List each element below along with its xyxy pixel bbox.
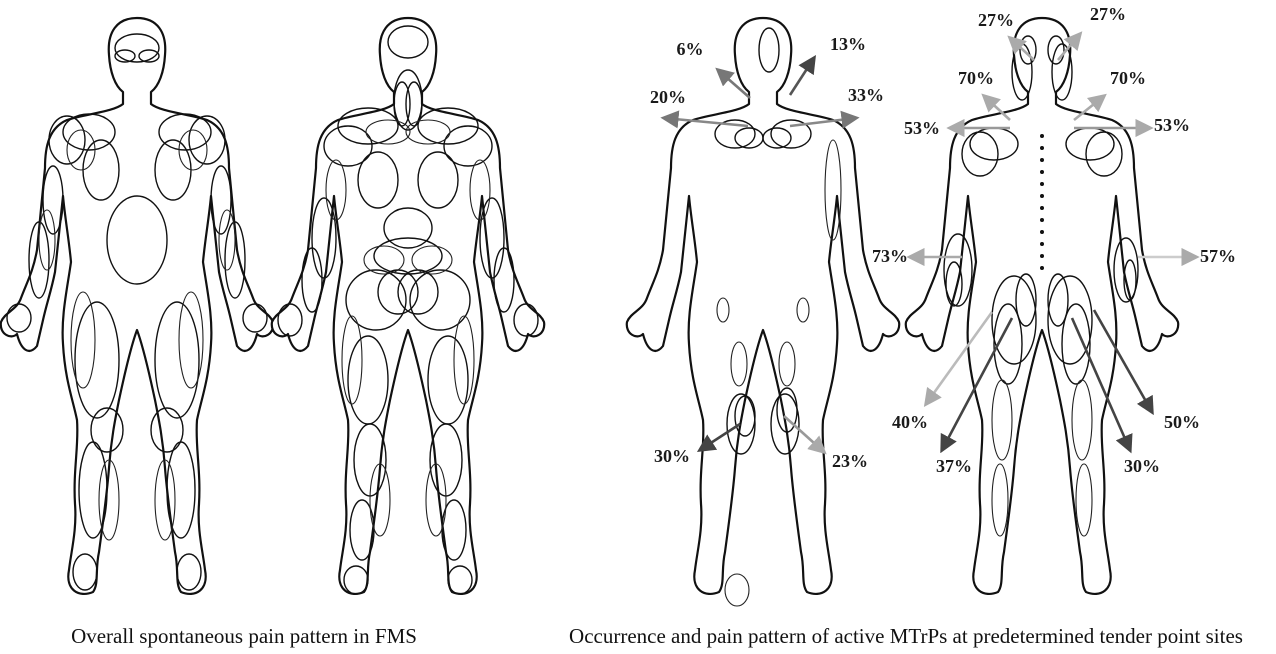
percent-label-mtrp-back-right-supraspinatus: 53% bbox=[1154, 115, 1190, 135]
mtrp-back-figure bbox=[906, 18, 1178, 594]
percent-label-mtrp-back-left-gluteal-upper: 40% bbox=[892, 412, 928, 432]
percent-label-mtrp-front-right-knee: 23% bbox=[832, 451, 868, 471]
body-figures: 6% 13% 20% 33% 30% 23% 27% 27% 70% 70% 53% 53% 73% 57… bbox=[0, 0, 1276, 614]
percent-label-mtrp-back-right-gluteal-upper: 50% bbox=[1164, 412, 1200, 432]
caption-fms: Overall spontaneous pain pattern in FMS bbox=[71, 624, 417, 649]
percent-label-mtrp-back-right-trapezius: 70% bbox=[1110, 68, 1146, 88]
fms-back-figure bbox=[272, 18, 544, 594]
percent-label-mtrp-front-right-head: 13% bbox=[830, 34, 866, 54]
caption-mtrp: Occurrence and pain pattern of active MT… bbox=[569, 624, 1243, 649]
percent-label-mtrp-back-left-supraspinatus: 53% bbox=[904, 118, 940, 138]
percent-label-mtrp-front-right-shoulder: 33% bbox=[848, 85, 884, 105]
percent-label-mtrp-back-left-trochanter: 37% bbox=[936, 456, 972, 476]
fms-front-figure bbox=[1, 18, 273, 594]
percent-label-mtrp-front-left-shoulder: 20% bbox=[650, 87, 686, 107]
percent-label-mtrp-back-right-elbow: 57% bbox=[1200, 246, 1236, 266]
percent-label-mtrp-front-left-head: 6% bbox=[677, 39, 704, 59]
percent-label-mtrp-back-right-occiput: 27% bbox=[1090, 4, 1126, 24]
arrow-mtrp-front-right-head bbox=[790, 58, 814, 95]
percent-label-mtrp-back-right-trochanter: 30% bbox=[1124, 456, 1160, 476]
percent-label-mtrp-back-left-occiput: 27% bbox=[978, 10, 1014, 30]
percent-label-mtrp-front-left-knee: 30% bbox=[654, 446, 690, 466]
percent-label-mtrp-back-left-trapezius: 70% bbox=[958, 68, 994, 88]
percent-label-mtrp-back-left-elbow: 73% bbox=[872, 246, 908, 266]
